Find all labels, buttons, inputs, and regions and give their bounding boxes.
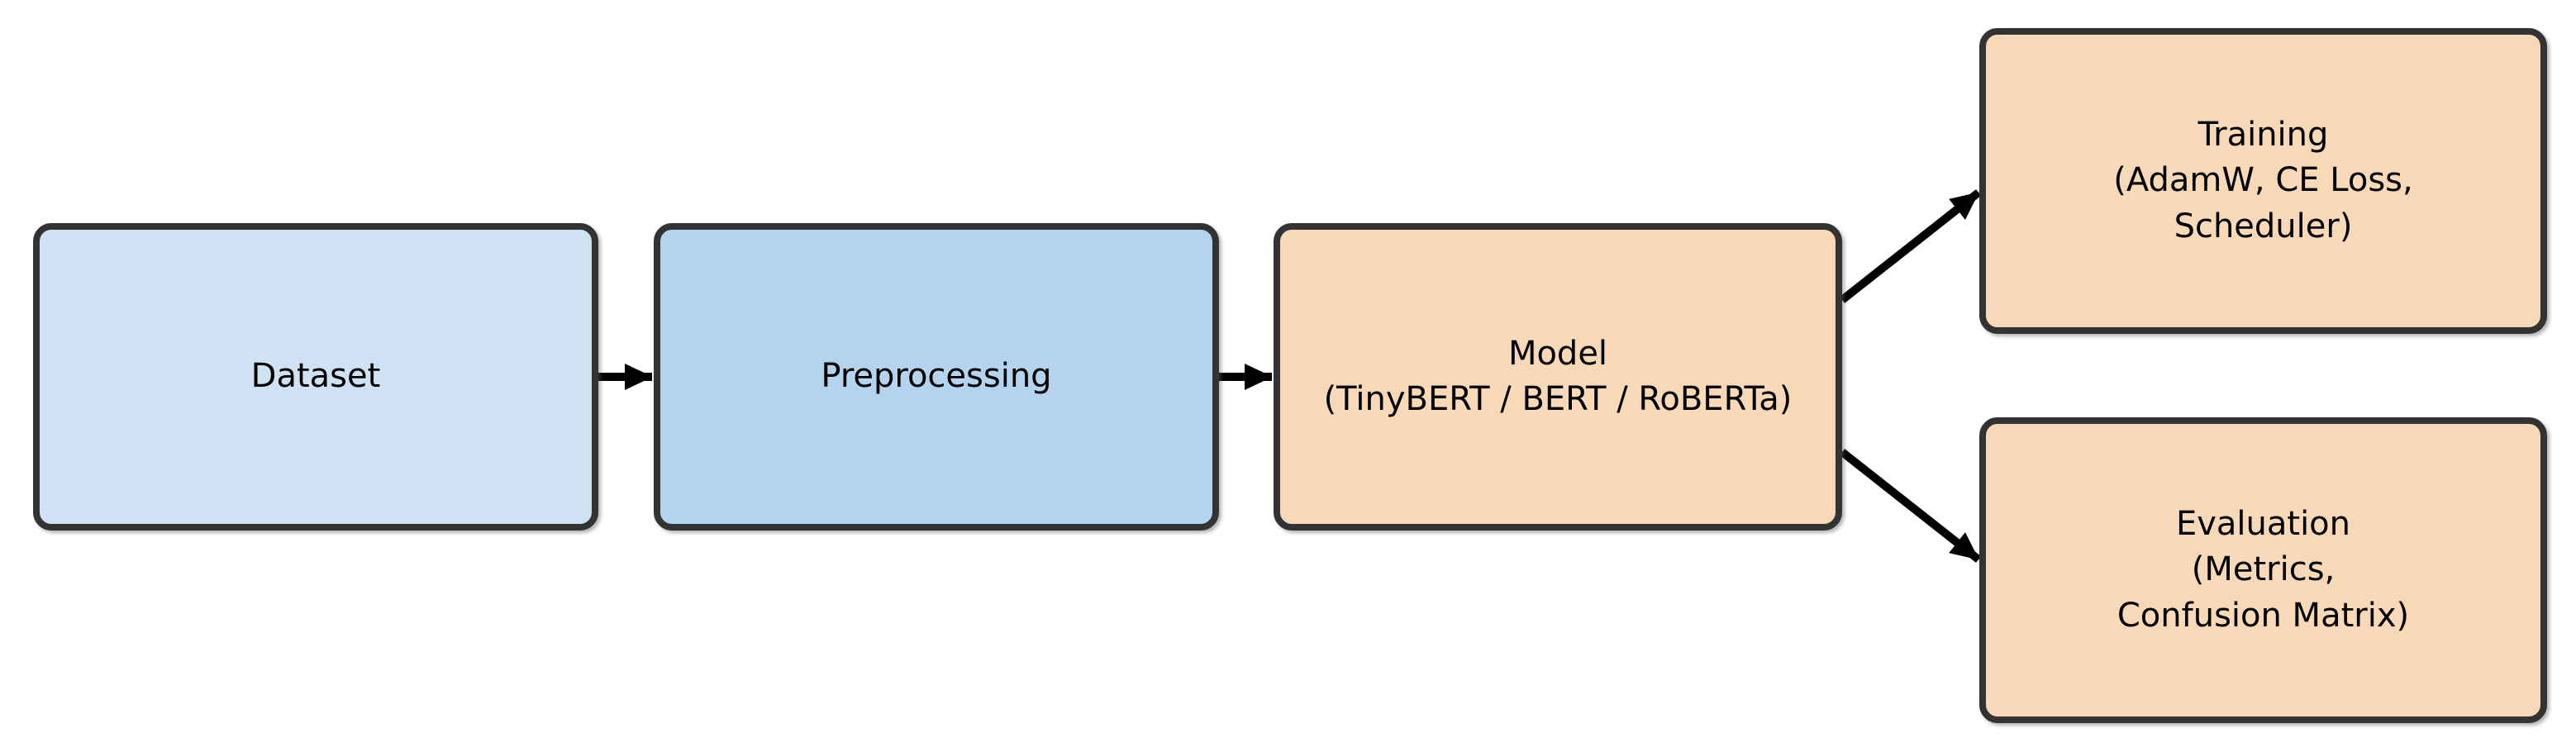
node-preprocessing: Preprocessing (654, 223, 1219, 531)
node-dataset: Dataset (33, 223, 598, 531)
node-dataset-label: Dataset (250, 357, 381, 396)
edge-model-to-evaluation (1839, 449, 1982, 563)
node-model-label: Model (TinyBERT / BERT / RoBERTa) (1323, 334, 1793, 418)
node-model: Model (TinyBERT / BERT / RoBERTa) (1274, 223, 1842, 531)
node-preprocessing-label: Preprocessing (821, 357, 1052, 396)
node-training: Training (AdamW, CE Loss, Scheduler) (1979, 28, 2547, 334)
node-training-label: Training (AdamW, CE Loss, Scheduler) (2113, 116, 2413, 245)
edge-model-to-training (1839, 189, 1982, 303)
node-evaluation-label: Evaluation (Metrics, Confusion Matrix) (2117, 505, 2410, 635)
node-evaluation: Evaluation (Metrics, Confusion Matrix) (1979, 417, 2547, 723)
